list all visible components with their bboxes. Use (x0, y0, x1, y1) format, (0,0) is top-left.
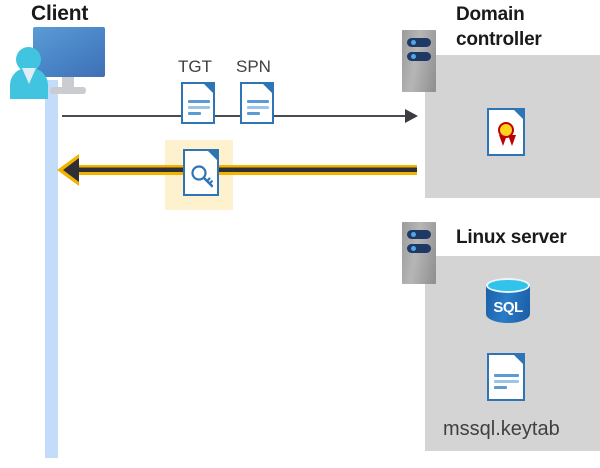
keytab-filename-label: mssql.keytab (443, 418, 560, 440)
linux-server-title: Linux server (456, 227, 567, 248)
domain-controller-server-icon (402, 30, 436, 92)
database-cylinder-top-icon (486, 278, 530, 293)
document-fold-icon (512, 353, 525, 366)
tgt-label: TGT (178, 57, 212, 76)
server-bay-icon (407, 244, 431, 253)
document-lines-icon (188, 100, 210, 118)
request-arrow-line (62, 115, 407, 117)
client-computer-icon (10, 27, 105, 99)
document-fold-icon (206, 149, 219, 162)
certificate-ribbon-left-icon (499, 135, 507, 146)
sql-database-label: SQL (493, 299, 523, 316)
tgt-document-icon (181, 82, 215, 124)
key-glyph-icon (191, 165, 214, 188)
domain-controller-title: Domain controller (456, 4, 542, 50)
document-lines-icon (247, 100, 269, 118)
document-fold-icon (202, 82, 215, 95)
server-bay-icon (407, 52, 431, 61)
key-document-icon (183, 149, 219, 196)
spn-document-icon (240, 82, 274, 124)
user-avatar-head-icon (16, 47, 41, 72)
client-title: Client (31, 2, 89, 25)
spn-label: SPN (236, 57, 271, 76)
keytab-document-icon (487, 353, 525, 401)
monitor-stand-icon (62, 77, 74, 89)
document-fold-icon (261, 82, 274, 95)
linux-server-server-icon (402, 222, 436, 284)
monitor-base-icon (50, 87, 86, 94)
document-lines-icon (494, 374, 519, 392)
response-arrow-head-inner-icon (63, 158, 79, 182)
certificate-seal-icon (498, 122, 514, 138)
server-bay-icon (407, 38, 431, 47)
monitor-screen-icon (33, 27, 105, 77)
client-lifeline (45, 80, 58, 458)
response-arrow-line (72, 165, 417, 175)
request-arrow-head-icon (405, 109, 418, 123)
server-bay-icon (407, 230, 431, 239)
certificate-document-icon (487, 108, 525, 156)
certificate-ribbon-right-icon (508, 135, 516, 146)
sql-database-icon: SQL (486, 277, 530, 329)
document-fold-icon (512, 108, 525, 121)
user-avatar-collar-icon (22, 68, 36, 84)
